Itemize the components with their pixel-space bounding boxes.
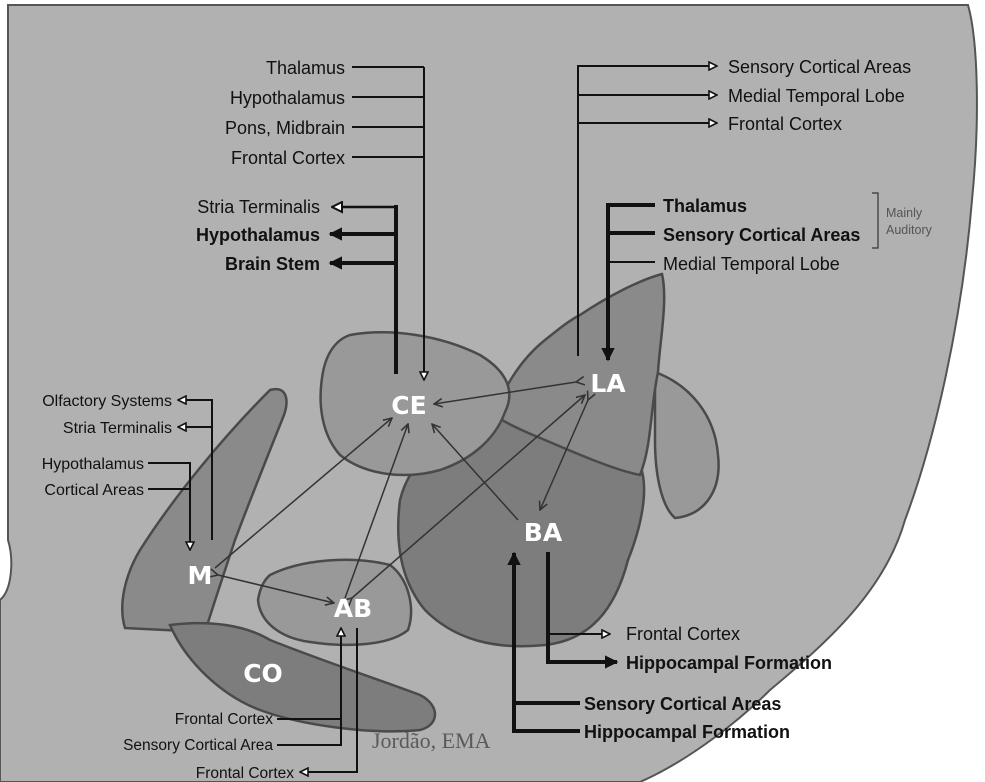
- ab-input-label: Frontal Cortex: [175, 711, 273, 728]
- m-output-label: Olfactory Systems: [42, 393, 172, 410]
- la-input-label: Medial Temporal Lobe: [663, 254, 840, 274]
- m-output-label: Stria Terminalis: [63, 420, 172, 437]
- m-input-label: Cortical Areas: [44, 482, 144, 499]
- la-output-label: Sensory Cortical Areas: [728, 57, 911, 77]
- nucleus-label-la: LA: [590, 369, 626, 398]
- nucleus-label-ce: CE: [391, 391, 426, 420]
- la-output-label: Medial Temporal Lobe: [728, 86, 905, 106]
- ce-output-label: Hypothalamus: [196, 225, 320, 245]
- ce-output-label: Stria Terminalis: [197, 197, 320, 217]
- m-input-label: Hypothalamus: [42, 456, 144, 473]
- nucleus-label-co: CO: [243, 659, 283, 688]
- ba-output-label: Hippocampal Formation: [626, 653, 832, 673]
- ce-input-label: Frontal Cortex: [231, 148, 345, 168]
- ce-input-label: Hypothalamus: [230, 88, 345, 108]
- ab-input-label: Sensory Cortical Area: [123, 737, 273, 754]
- la-output-label: Frontal Cortex: [728, 114, 842, 134]
- note-line: Mainly: [886, 206, 923, 220]
- la-input-label: Sensory Cortical Areas: [663, 225, 860, 245]
- ba-input-label: Sensory Cortical Areas: [584, 694, 781, 714]
- la-input-label: Thalamus: [663, 196, 747, 216]
- ce-input-label: Thalamus: [266, 58, 345, 78]
- ab-output-label: Frontal Cortex: [196, 765, 294, 782]
- ba-output-label: Frontal Cortex: [626, 624, 740, 644]
- ba-input-label: Hippocampal Formation: [584, 722, 790, 742]
- nucleus-label-m: M: [188, 561, 213, 590]
- author-signature: Jordão, EMA: [372, 728, 491, 753]
- note-line: Auditory: [886, 223, 933, 237]
- ce-input-label: Pons, Midbrain: [225, 118, 345, 138]
- nucleus-label-ab: AB: [334, 594, 372, 623]
- ce-output-label: Brain Stem: [225, 254, 320, 274]
- nucleus-label-ba: BA: [524, 518, 563, 547]
